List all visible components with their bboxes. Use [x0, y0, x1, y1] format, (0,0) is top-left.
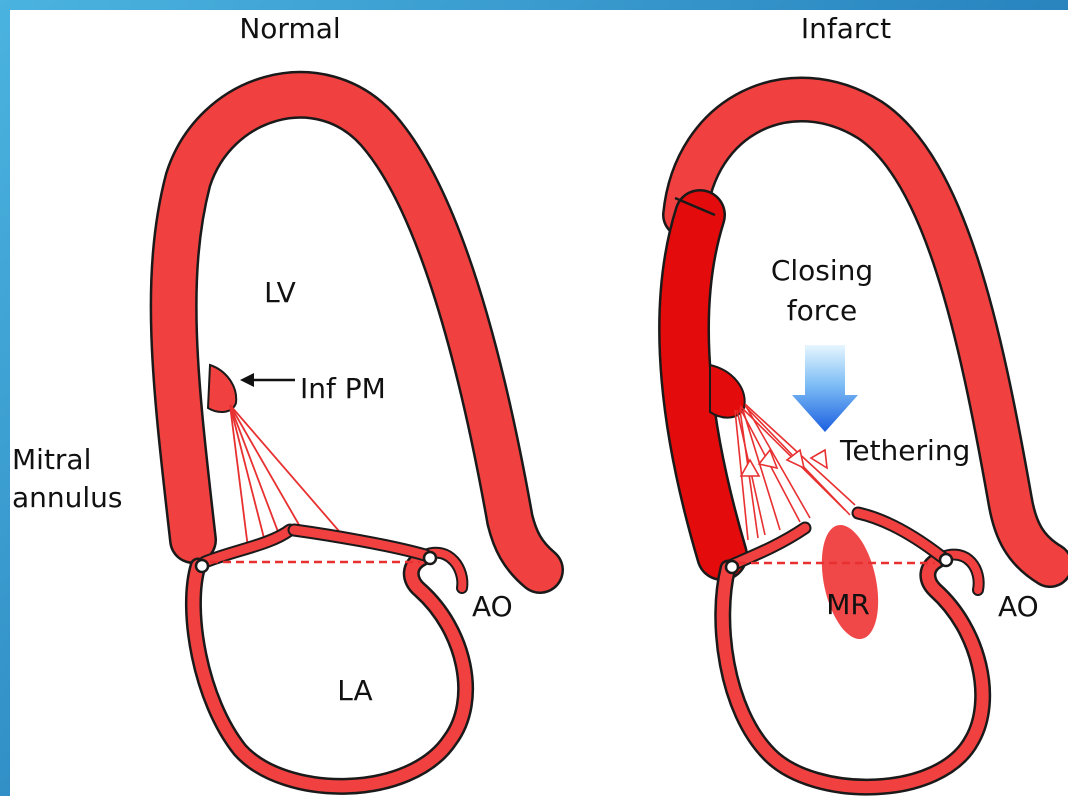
lv-label: LV	[264, 276, 296, 309]
diagram-panel: Normal LV Inf PM Mitral annulus LA AO	[10, 10, 1068, 796]
inf-pm-infarct	[710, 365, 745, 418]
arrow-left-icon-head	[240, 373, 254, 387]
ao-label-normal: AO	[472, 590, 513, 623]
closing-label: Closing	[771, 254, 873, 287]
mr-jet	[813, 520, 888, 644]
inf-pm-normal	[208, 365, 236, 412]
mitral-label: Mitral	[12, 443, 91, 476]
infarct-title: Infarct	[801, 12, 891, 45]
annulus-ring-left	[196, 560, 208, 572]
mitral-regurgitation-diagram: Normal LV Inf PM Mitral annulus LA AO	[10, 10, 1068, 796]
normal-title: Normal	[239, 12, 340, 45]
lv-wall-infarct-normal	[685, 99, 1050, 565]
anterior-leaflet	[205, 530, 290, 562]
annulus-ring-left-infarct	[726, 561, 738, 573]
la-label: LA	[337, 674, 372, 707]
annulus-ring-right-infarct	[940, 554, 952, 566]
annulus-label: annulus	[12, 481, 123, 514]
force-label: force	[787, 294, 858, 327]
ao-label-infarct: AO	[998, 590, 1039, 623]
mr-label: MR	[826, 588, 870, 621]
lv-wall	[174, 95, 540, 570]
arrow-down-gradient-icon	[792, 345, 858, 432]
tethering-label: Tethering	[839, 434, 970, 467]
inf-pm-label: Inf PM	[300, 372, 386, 405]
la-wall	[193, 558, 465, 786]
annulus-ring-right	[424, 552, 436, 564]
